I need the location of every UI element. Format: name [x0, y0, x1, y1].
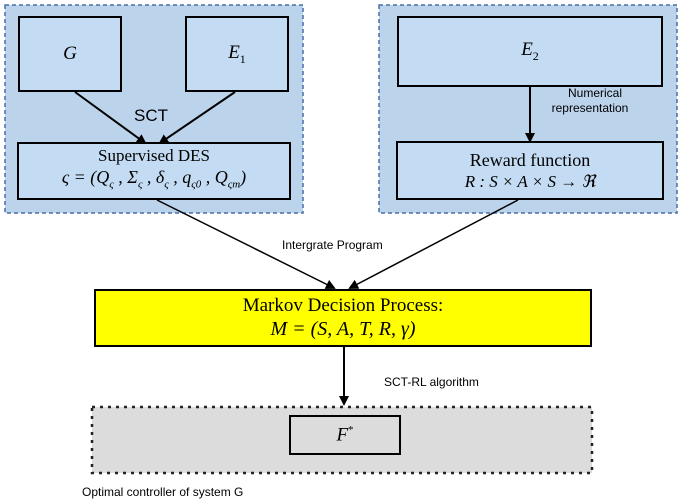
sct-rl-algorithm-label: SCT-RL algorithm	[384, 375, 479, 389]
box-e2-label: E2	[521, 39, 539, 63]
box-e1: E1	[185, 16, 289, 92]
supervised-des-box: Supervised DES ς = (Qς , Σς , δς , qς0 ,…	[17, 142, 291, 200]
mdp-box: Markov Decision Process: M = (S, A, T, R…	[94, 289, 592, 347]
output-caption: Optimal controller of system G	[82, 485, 244, 499]
arrow-e1-to-supervised	[158, 91, 236, 145]
reward-function-box: Reward function R : S × A × S → ℜ	[396, 141, 664, 200]
integrate-program-label: Intergrate Program	[282, 238, 383, 252]
optimal-controller-label: F*	[336, 423, 354, 446]
mdp-title: Markov Decision Process:	[242, 295, 444, 316]
supervised-des-formula: ς = (Qς , Σς , δς , qς0 , Qςm)	[61, 167, 247, 191]
optimal-controller-box: F*	[289, 415, 401, 455]
arrow-supervised-to-mdp	[156, 199, 336, 289]
sct-label: SCT	[134, 106, 168, 125]
arrow-g-to-supervised	[74, 91, 147, 145]
mdp-formula: M = (S, A, T, R, γ)	[270, 318, 416, 340]
box-g: G	[18, 16, 122, 92]
supervised-des-title: Supervised DES	[98, 146, 210, 166]
arrow-reward-to-mdp	[348, 199, 519, 289]
numerical-representation-label: Numerical representation	[551, 86, 629, 115]
reward-function-formula: R : S × A × S → ℜ	[464, 171, 596, 191]
box-e1-label: E1	[228, 41, 246, 66]
box-g-label: G	[63, 43, 77, 64]
reward-function-title: Reward function	[469, 149, 591, 170]
box-e2: E2	[397, 16, 663, 87]
